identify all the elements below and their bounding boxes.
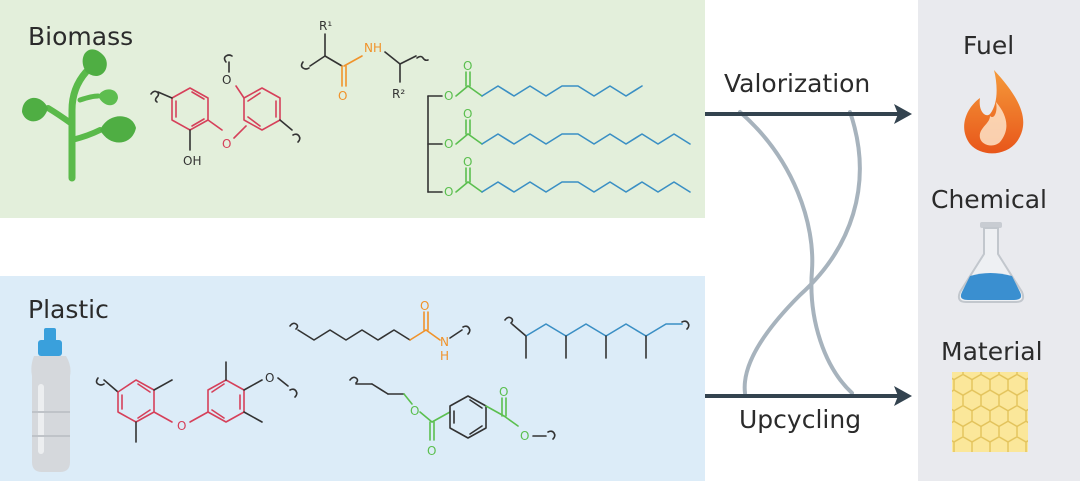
oh-label: OH	[183, 154, 201, 168]
ester-carbonyl-o-1: O	[463, 59, 472, 73]
lignin-structure: OH O O	[150, 54, 301, 168]
plant-icon	[22, 49, 136, 182]
ester-o-3: O	[444, 185, 453, 199]
r2-label: R²	[392, 87, 405, 101]
triglyceride-structure: O O O O O O	[427, 59, 691, 199]
ester-carbonyl-o-3: O	[463, 155, 472, 169]
amide-nh-label: NH	[364, 41, 382, 55]
chemical-label: Chemical	[931, 185, 1047, 214]
pet-ester-o-1: O	[410, 404, 419, 418]
ester-carbonyl-o-2: O	[463, 107, 472, 121]
upcycling-arrow	[705, 386, 912, 406]
pet-carbonyl-o-1: O	[427, 444, 436, 458]
biomass-panel	[0, 0, 705, 218]
polyphenylene-oxide-structure: O O	[95, 361, 298, 443]
crossover-curve-1	[738, 110, 854, 395]
crossover-curve-2	[742, 110, 862, 395]
carbonyl-o-label: O	[338, 89, 347, 103]
flame-icon	[964, 70, 1024, 154]
pet-structure: O O O O	[349, 376, 556, 458]
plastic-label: Plastic	[28, 295, 109, 324]
valorization-label: Valorization	[724, 69, 870, 98]
protein-structure: R¹ O NH R²	[300, 19, 429, 103]
ester-o-1: O	[444, 89, 453, 103]
honeycomb-icon	[952, 372, 1028, 452]
upcycling-label: Upcycling	[739, 405, 861, 434]
material-label: Material	[941, 337, 1043, 366]
nylon-structure: O N H	[289, 299, 471, 363]
valorization-arrow	[705, 104, 912, 124]
fuel-label: Fuel	[963, 31, 1014, 60]
nylon-n-label: N	[440, 335, 449, 349]
pet-ester-o-2: O	[520, 429, 529, 443]
ether-o-label: O	[222, 137, 231, 151]
ester-o-2: O	[444, 137, 453, 151]
biomass-label: Biomass	[28, 22, 133, 51]
ppo-ether-o-label: O	[177, 419, 186, 433]
flask-icon	[957, 222, 1025, 303]
nylon-o-label: O	[420, 299, 429, 313]
ppo-end-o-label: O	[265, 371, 274, 385]
polypropylene-structure	[504, 316, 690, 359]
nylon-h-label: H	[440, 349, 449, 363]
methoxy-o-label: O	[222, 73, 231, 87]
bottle-icon	[31, 328, 71, 472]
pet-carbonyl-o-2: O	[499, 385, 508, 399]
r1-label: R¹	[319, 19, 332, 33]
